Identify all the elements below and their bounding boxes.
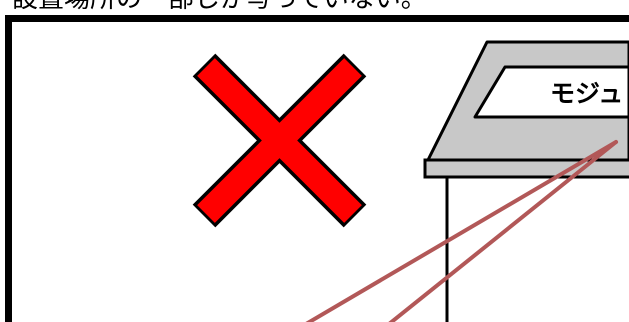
module-body <box>447 177 629 322</box>
module-label: モジュ <box>550 79 623 108</box>
